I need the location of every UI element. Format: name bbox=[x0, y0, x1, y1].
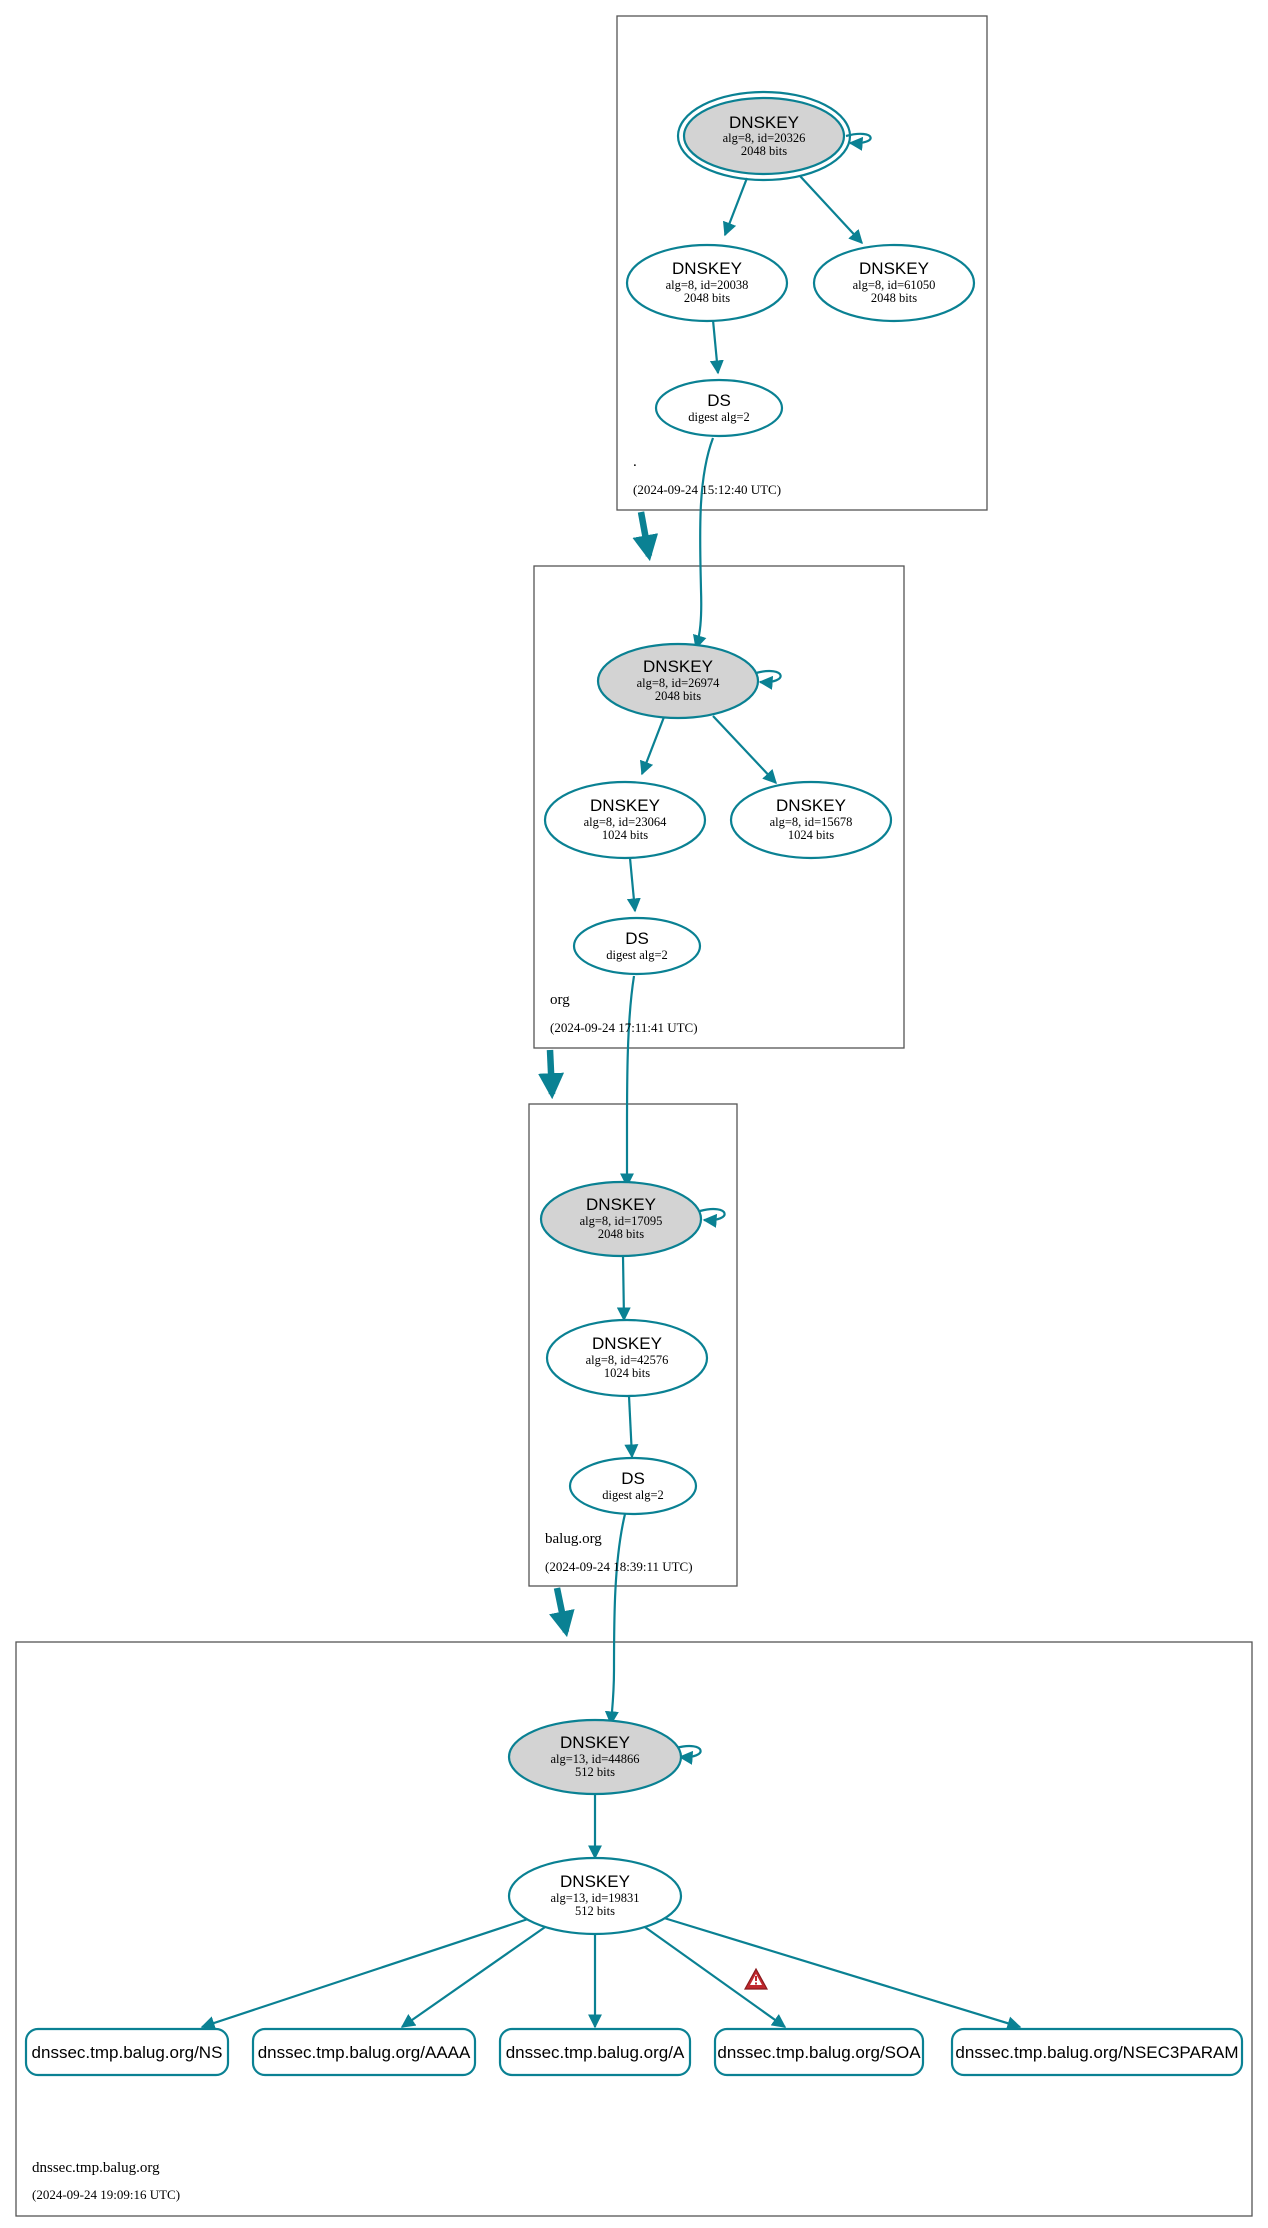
dnskey-node-dnssec-zsk[interactable]: DNSKEY alg=13, id=19831 512 bits bbox=[507, 1856, 683, 1936]
rrset-node-a[interactable]: dnssec.tmp.balug.org/A bbox=[498, 2027, 692, 2077]
zone-root-box bbox=[616, 15, 988, 511]
rrset-label: dnssec.tmp.balug.org/AAAA bbox=[258, 2043, 471, 2062]
rrset-label: dnssec.tmp.balug.org/SOA bbox=[717, 2043, 921, 2062]
edge-ds-balug-ksk bbox=[620, 975, 636, 1188]
rrset-label: dnssec.tmp.balug.org/NS bbox=[32, 2043, 223, 2062]
node-alg-label: alg=8, id=17095 bbox=[580, 1214, 663, 1228]
node-alg-label: alg=8, id=26974 bbox=[637, 676, 721, 690]
node-size-label: 1024 bits bbox=[788, 828, 834, 842]
warning-icon[interactable] bbox=[743, 1967, 769, 1990]
delegation-arrow-balug-dnssec bbox=[549, 1587, 575, 1638]
node-type-label: DNSKEY bbox=[592, 1334, 662, 1353]
zone-timestamp-root: (2024-09-24 15:12:40 UTC) bbox=[633, 482, 781, 497]
node-type-label: DNSKEY bbox=[590, 796, 660, 815]
node-alg-label: alg=13, id=44866 bbox=[550, 1752, 639, 1766]
node-type-label: DNSKEY bbox=[776, 796, 846, 815]
edge-org-zsk1-ds bbox=[626, 857, 641, 913]
node-type-label: DNSKEY bbox=[672, 259, 742, 278]
zone-org-box bbox=[533, 565, 905, 1049]
node-size-label: 2048 bits bbox=[598, 1227, 644, 1241]
node-type-label: DNSKEY bbox=[729, 113, 799, 132]
zone-name-org: org bbox=[550, 992, 570, 1008]
node-alg-label: alg=8, id=61050 bbox=[853, 278, 936, 292]
node-size-label: 1024 bits bbox=[602, 828, 648, 842]
zone-name-root: . bbox=[633, 454, 637, 470]
edge-org-ksk-zsk2 bbox=[712, 715, 777, 785]
edge-balug-zsk-ds bbox=[624, 1395, 639, 1459]
node-alg-label: alg=13, id=19831 bbox=[550, 1891, 639, 1905]
edge-zsk-nsec3param bbox=[663, 1916, 1022, 2031]
edge-root-ksk-zsk2 bbox=[799, 175, 863, 245]
dnskey-node-org-zsk2[interactable]: DNSKEY alg=8, id=15678 1024 bits bbox=[729, 780, 893, 860]
zone-timestamp-balug: (2024-09-24 18:39:11 UTC) bbox=[545, 1559, 693, 1574]
node-type-label: DS bbox=[621, 1469, 645, 1488]
node-size-label: 512 bits bbox=[575, 1904, 615, 1918]
rrset-node-nsec3param[interactable]: dnssec.tmp.balug.org/NSEC3PARAM bbox=[950, 2027, 1244, 2077]
rrset-label: dnssec.tmp.balug.org/A bbox=[506, 2043, 685, 2062]
rrset-node-soa[interactable]: dnssec.tmp.balug.org/SOA bbox=[713, 2027, 925, 2077]
delegation-arrow-org-balug bbox=[538, 1049, 565, 1100]
self-sign-edge-org-ksk bbox=[755, 670, 782, 690]
node-type-label: DNSKEY bbox=[859, 259, 929, 278]
edge-zsk-ns bbox=[200, 1917, 529, 2030]
dnskey-node-root-zsk2[interactable]: DNSKEY alg=8, id=61050 2048 bits bbox=[812, 243, 976, 323]
node-type-label: DNSKEY bbox=[560, 1733, 630, 1752]
ds-node-org[interactable]: DS digest alg=2 bbox=[654, 378, 784, 438]
node-alg-label: alg=8, id=20326 bbox=[723, 131, 806, 145]
node-size-label: 2048 bits bbox=[741, 144, 787, 158]
edge-balug-ksk-zsk bbox=[616, 1255, 631, 1322]
edge-root-ksk-zsk1 bbox=[723, 177, 749, 237]
delegation-arrow-root-org bbox=[632, 511, 659, 562]
node-type-label: DS bbox=[707, 391, 731, 410]
node-size-label: 2048 bits bbox=[684, 291, 730, 305]
zone-balug-box bbox=[528, 1103, 738, 1587]
self-sign-edge-dnssec-ksk bbox=[675, 1745, 702, 1765]
node-alg-label: alg=8, id=15678 bbox=[770, 815, 853, 829]
node-type-label: DNSKEY bbox=[643, 657, 713, 676]
ds-node-balug[interactable]: DS digest alg=2 bbox=[572, 916, 702, 976]
self-sign-edge-balug-ksk bbox=[699, 1208, 726, 1228]
node-size-label: 2048 bits bbox=[655, 689, 701, 703]
rrset-node-aaaa[interactable]: dnssec.tmp.balug.org/AAAA bbox=[251, 2027, 477, 2077]
node-size-label: 512 bits bbox=[575, 1765, 615, 1779]
dnskey-node-org-zsk1[interactable]: DNSKEY alg=8, id=23064 1024 bits bbox=[543, 780, 707, 860]
dnskey-node-root-ksk[interactable]: DNSKEY alg=8, id=20326 2048 bits bbox=[676, 90, 852, 182]
dnskey-node-balug-ksk[interactable]: DNSKEY alg=8, id=17095 2048 bits bbox=[539, 1180, 703, 1258]
edge-root-zsk1-ds bbox=[709, 319, 724, 375]
zone-timestamp-org: (2024-09-24 17:11:41 UTC) bbox=[550, 1020, 698, 1035]
node-size-label: 2048 bits bbox=[871, 291, 917, 305]
dnskey-node-root-zsk1[interactable]: DNSKEY alg=8, id=20038 2048 bits bbox=[625, 243, 789, 323]
zone-timestamp-dnssec: (2024-09-24 19:09:16 UTC) bbox=[32, 2187, 180, 2202]
node-digest-label: digest alg=2 bbox=[606, 948, 668, 962]
rrset-label: dnssec.tmp.balug.org/NSEC3PARAM bbox=[955, 2043, 1238, 2062]
node-alg-label: alg=8, id=20038 bbox=[666, 278, 749, 292]
dnskey-node-balug-zsk[interactable]: DNSKEY alg=8, id=42576 1024 bits bbox=[545, 1318, 709, 1398]
edge-org-ksk-zsk1 bbox=[640, 716, 666, 776]
rrset-node-ns[interactable]: dnssec.tmp.balug.org/NS bbox=[24, 2027, 230, 2077]
ds-node-dnssec[interactable]: DS digest alg=2 bbox=[568, 1456, 698, 1516]
node-alg-label: alg=8, id=23064 bbox=[584, 815, 668, 829]
node-size-label: 1024 bits bbox=[604, 1366, 650, 1380]
edge-ds-org-ksk bbox=[693, 437, 715, 650]
edge-ds-dnssec-ksk bbox=[604, 1513, 627, 1726]
node-alg-label: alg=8, id=42576 bbox=[586, 1353, 669, 1367]
dnskey-node-org-ksk[interactable]: DNSKEY alg=8, id=26974 2048 bits bbox=[596, 642, 760, 720]
zone-name-dnssec: dnssec.tmp.balug.org bbox=[32, 2160, 160, 2176]
dnskey-node-dnssec-ksk[interactable]: DNSKEY alg=13, id=44866 512 bits bbox=[507, 1718, 683, 1796]
edge-zsk-aaaa bbox=[400, 1924, 549, 2028]
edge-zsk-soa bbox=[641, 1924, 787, 2028]
node-digest-label: digest alg=2 bbox=[688, 410, 750, 424]
node-type-label: DS bbox=[625, 929, 649, 948]
self-sign-edge-root-ksk bbox=[845, 132, 872, 151]
node-type-label: DNSKEY bbox=[586, 1195, 656, 1214]
zone-name-balug: balug.org bbox=[545, 1531, 602, 1547]
node-digest-label: digest alg=2 bbox=[602, 1488, 664, 1502]
node-type-label: DNSKEY bbox=[560, 1872, 630, 1891]
zone-dnssec-box bbox=[15, 1641, 1253, 2217]
